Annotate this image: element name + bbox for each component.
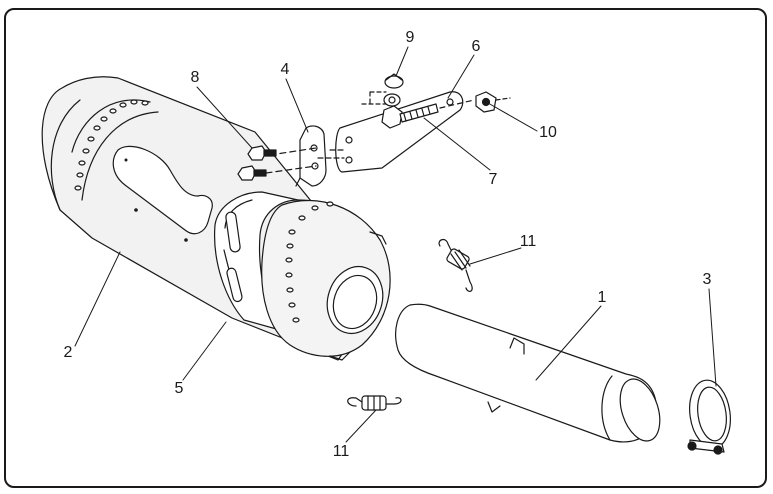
flange-nut [439, 91, 511, 113]
callout-11-lower: 11 [332, 443, 350, 460]
exhaust-spring-upper [438, 238, 473, 292]
callout-11-upper: 11 [519, 233, 537, 250]
washer-stack [361, 73, 404, 107]
callout-8: 8 [190, 69, 200, 86]
silencer-band-clamp [213, 191, 341, 331]
callout-10: 10 [539, 124, 557, 141]
callout-5: 5 [174, 380, 184, 397]
exhaust-spring-lower [347, 395, 402, 411]
mounting-bolts [237, 145, 317, 181]
link-pipe [395, 303, 661, 443]
callout-3: 3 [702, 271, 712, 288]
callout-7: 7 [488, 171, 498, 188]
callout-4: 4 [280, 61, 290, 78]
bracket-stud-bolt [381, 103, 439, 129]
silencer-end-cap [261, 199, 391, 361]
callout-9: 9 [405, 29, 415, 46]
callout-2: 2 [63, 344, 73, 361]
callout-1: 1 [597, 289, 607, 306]
pipe-clamp [687, 379, 731, 455]
silencer-hanger-bracket [295, 125, 327, 187]
leader-lines [74, 46, 717, 443]
callout-6: 6 [471, 38, 481, 55]
